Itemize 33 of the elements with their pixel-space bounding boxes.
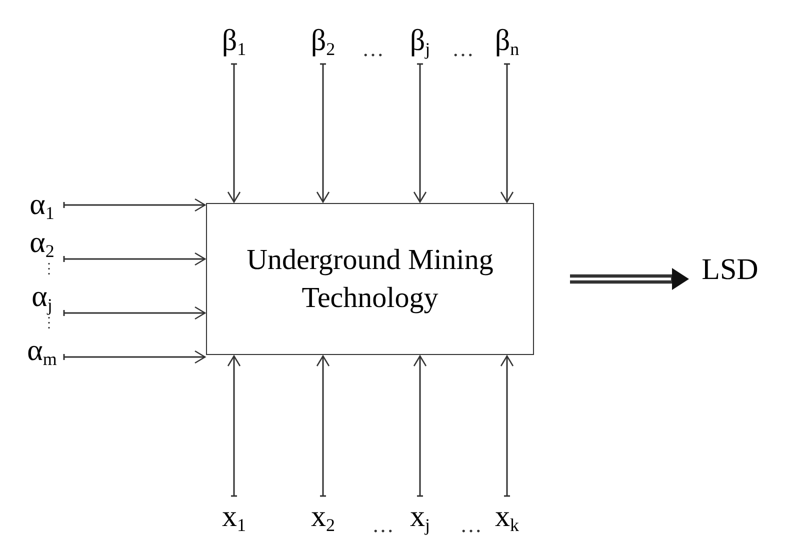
arrow bbox=[316, 355, 330, 497]
variable-label: x$_{j}$ bbox=[400, 500, 440, 534]
variable-label: x$_{2}$ bbox=[303, 500, 343, 534]
arrow bbox=[413, 63, 427, 203]
arrow bbox=[63, 252, 206, 266]
ellipsis: ⋮ bbox=[42, 317, 56, 331]
ellipsis: ⋮ bbox=[42, 263, 56, 277]
variable-label: β$_{2}$ bbox=[303, 22, 343, 60]
arrow bbox=[568, 268, 689, 290]
arrow bbox=[63, 198, 206, 212]
variable-label: x$_{1}$ bbox=[214, 500, 254, 534]
ellipsis: … bbox=[362, 35, 384, 63]
ellipsis: … bbox=[452, 35, 474, 63]
ellipsis: … bbox=[372, 511, 394, 538]
ellipsis: … bbox=[460, 511, 482, 538]
variable-label: β$_{j}$ bbox=[400, 22, 440, 60]
variable-label: α$_{m}$ bbox=[24, 334, 60, 368]
arrow bbox=[500, 355, 514, 497]
arrow bbox=[316, 63, 330, 203]
arrow bbox=[227, 63, 241, 203]
variable-label: α$_{1}$ bbox=[24, 188, 60, 222]
variable-label: LSD bbox=[694, 253, 766, 287]
arrow bbox=[413, 355, 427, 497]
variable-label: x$_{k}$ bbox=[487, 500, 527, 534]
variable-label: α$_{2}$ bbox=[24, 226, 60, 260]
variable-label: β$_{n}$ bbox=[487, 22, 527, 60]
process-box: Underground Mining Technology bbox=[206, 203, 534, 355]
arrow bbox=[63, 306, 206, 320]
arrow bbox=[227, 355, 241, 497]
variable-label: β$_{1}$ bbox=[214, 22, 254, 60]
arrow bbox=[63, 350, 206, 364]
variable-label: α$_{j}$ bbox=[24, 280, 60, 314]
arrow bbox=[500, 63, 514, 203]
